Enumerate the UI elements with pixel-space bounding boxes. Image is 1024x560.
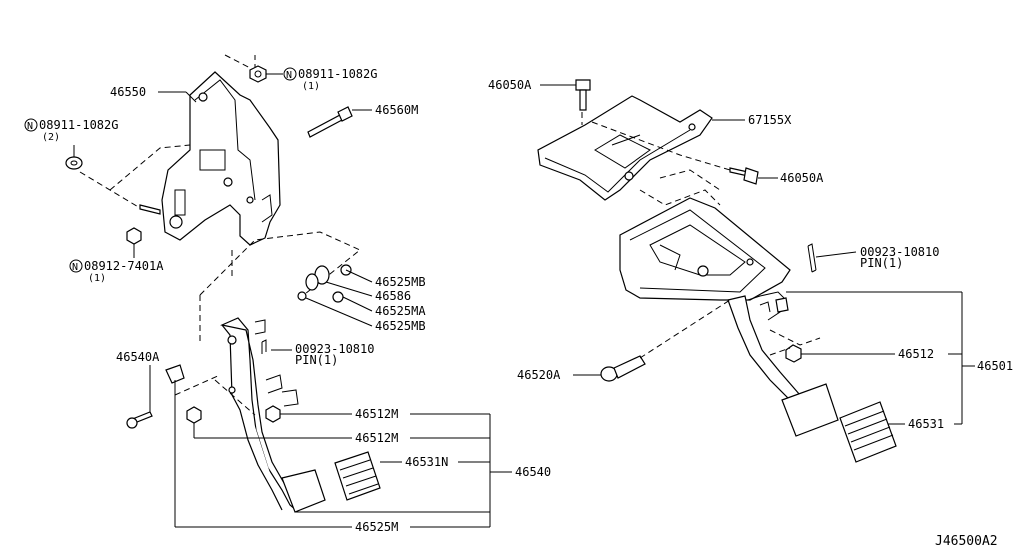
pedal-cover-46531 bbox=[839, 401, 897, 463]
stud-bolt bbox=[139, 204, 161, 215]
label-46512: 46512 bbox=[898, 347, 934, 361]
bracket-67155x bbox=[537, 95, 713, 201]
nut-marker-2: N bbox=[24, 118, 38, 132]
guide-line bbox=[214, 379, 256, 416]
guide-line bbox=[639, 299, 731, 359]
bolt-46050a-side bbox=[729, 167, 759, 185]
label-46540: 46540 bbox=[515, 465, 551, 479]
leaders-right bbox=[540, 84, 975, 425]
label-46525mb-bottom: 46525MB bbox=[375, 319, 426, 333]
label-67155x: 67155X bbox=[748, 113, 792, 127]
nut-46512m-upper bbox=[265, 405, 281, 423]
bolt-46560m bbox=[307, 106, 353, 138]
diagram-code: J46500A2 bbox=[935, 534, 998, 549]
pedal-pad-left bbox=[281, 469, 326, 513]
svg-text:N: N bbox=[72, 262, 78, 273]
nut-marker-3: N bbox=[69, 259, 83, 273]
guide-line bbox=[769, 329, 821, 356]
label-46560m: 46560M bbox=[375, 103, 418, 117]
label-46525mb-top: 46525MB bbox=[375, 275, 426, 289]
pin-left bbox=[261, 339, 267, 354]
washer-left bbox=[65, 156, 83, 170]
bushing-46525mb-bottom bbox=[297, 291, 307, 301]
label-46525ma: 46525MA bbox=[375, 304, 426, 318]
bracket-46550 bbox=[161, 71, 281, 246]
pedal-arm-right bbox=[727, 291, 801, 401]
bolt-46520a bbox=[600, 355, 646, 382]
guide-line bbox=[109, 144, 191, 191]
label-46501: 46501 bbox=[977, 359, 1013, 373]
guide-line bbox=[174, 374, 221, 396]
pedal-arm-46540 bbox=[220, 317, 299, 511]
label-46050a-top: 46050A bbox=[488, 78, 532, 92]
pedal-pad-right bbox=[781, 383, 839, 437]
label-00923-right: 00923-10810 bbox=[860, 245, 939, 259]
nut-08912 bbox=[126, 227, 142, 245]
guide-line bbox=[79, 171, 141, 209]
nut-46512m-lower bbox=[186, 406, 202, 424]
label-pin-left: PIN(1) bbox=[295, 353, 338, 367]
label-46512m-upper: 46512M bbox=[355, 407, 398, 421]
label-08911-left-qty: (2) bbox=[42, 132, 60, 143]
label-pin-right: PIN(1) bbox=[860, 256, 903, 270]
clip-46540a bbox=[165, 364, 185, 384]
label-08911-left: 08911-1082G bbox=[39, 118, 118, 132]
label-46531: 46531 bbox=[908, 417, 944, 431]
label-08912-qty: (1) bbox=[88, 273, 106, 284]
label-08911-top-qty: (1) bbox=[302, 81, 320, 92]
leaders-left bbox=[73, 73, 512, 528]
pedal-bracket-46501 bbox=[619, 197, 791, 301]
nut-marker-1: N bbox=[283, 67, 297, 81]
label-46531n: 46531N bbox=[405, 455, 448, 469]
bolt-left bbox=[126, 411, 153, 429]
svg-text:N: N bbox=[27, 121, 33, 132]
guide-line bbox=[639, 189, 721, 206]
guide-line bbox=[199, 231, 361, 299]
label-46540a: 46540A bbox=[116, 350, 160, 364]
label-46520a: 46520A bbox=[517, 368, 561, 382]
label-46586: 46586 bbox=[375, 289, 411, 303]
bushing-46525ma bbox=[332, 291, 344, 303]
label-46525m: 46525M bbox=[355, 520, 398, 534]
label-46512m-lower: 46512M bbox=[355, 431, 398, 445]
label-08911-top: 08911-1082G bbox=[298, 67, 377, 81]
pin-right bbox=[807, 243, 817, 273]
label-08912: 08912-7401A bbox=[84, 259, 164, 273]
guide-line bbox=[581, 112, 731, 171]
label-00923-left: 00923-10810 bbox=[295, 342, 374, 356]
bolt-46050a-top bbox=[575, 79, 591, 111]
pedal-cover-46531n bbox=[334, 451, 381, 501]
label-46050a-side: 46050A bbox=[780, 171, 824, 185]
spring-46586 bbox=[305, 265, 330, 291]
svg-text:N: N bbox=[286, 70, 292, 81]
label-46550: 46550 bbox=[110, 85, 146, 99]
guide-line bbox=[659, 169, 721, 191]
nut-top bbox=[249, 65, 267, 83]
nut-46512 bbox=[785, 344, 802, 363]
